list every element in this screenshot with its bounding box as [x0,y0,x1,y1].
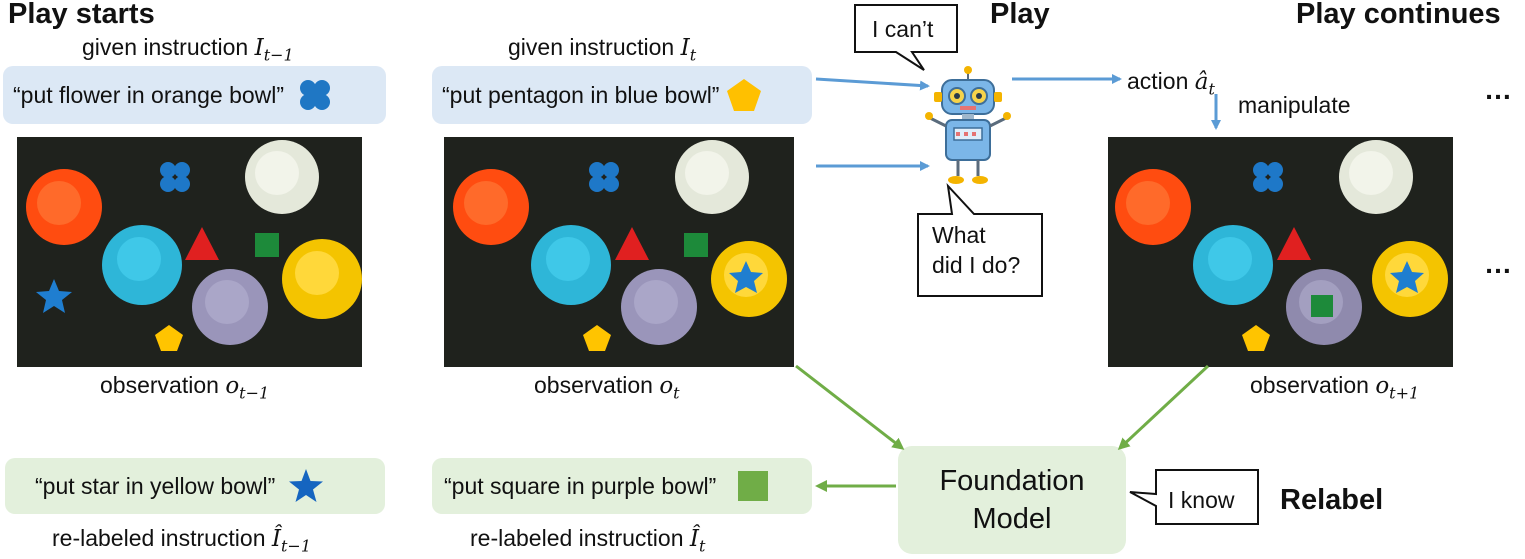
square-icon [738,471,769,501]
relabel-heading: Relabel [1280,484,1384,516]
relabel-instruction-cur-caption: re-labeled instruction Ît [470,525,706,556]
foundation-model-box: Foundation Model [898,446,1126,554]
play-heading: Play [990,0,1050,30]
speech-bubble-cant [854,4,958,71]
observation-cur-image [444,137,794,367]
pentagon-icon [727,79,762,111]
star-icon [289,469,324,502]
play-continues-heading: Play continues [1296,0,1501,30]
relabel-instruction-prev-text: “put star in yellow bowl” [35,472,276,499]
observation-prev-image [17,137,362,367]
speech-bubble-what [917,182,1043,297]
relabel-instruction-prev-caption: re-labeled instruction Ît−1 [52,525,312,556]
ellipsis-top: … [1484,74,1513,105]
observation-next-image [1108,137,1453,367]
relabel-instruction-cur-text: “put square in purple bowl” [444,472,717,499]
given-instruction-cur-box: “put pentagon in blue bowl” [432,66,812,124]
given-instruction-prev-text: “put flower in orange bowl” [13,81,285,108]
play-starts-heading: Play starts [8,0,155,30]
speech-bubble-what-text: What did I do? [932,222,1021,278]
ellipsis-middle: … [1484,248,1513,279]
robot-icon [925,66,1011,184]
given-instruction-prev-caption: given instruction It−1 [82,34,294,65]
observation-cur-caption: observation ot [534,372,680,403]
relabel-instruction-prev-box: “put star in yellow bowl” [5,458,385,514]
given-instruction-cur-text: “put pentagon in blue bowl” [442,81,720,108]
manipulate-caption: manipulate [1238,92,1351,118]
given-instruction-prev-box: “put flower in orange bowl” [3,66,386,124]
given-instruction-cur-caption: given instruction It [508,34,697,65]
flower-icon [300,80,331,110]
arrow-obs-cur-to-model [795,364,905,450]
speech-bubble-know [1129,469,1259,525]
relabel-instruction-cur-box: “put square in purple bowl” [432,458,812,514]
observation-prev-caption: observation ot−1 [100,372,270,403]
foundation-model-line1: Foundation [939,465,1085,497]
action-caption: action ât [1127,68,1215,99]
speech-bubble-cant-text: I can’t [872,16,934,42]
arrow-instruction-to-robot [815,77,930,91]
speech-bubble-know-text: I know [1168,487,1235,513]
arrow-obs-next-to-model [1117,364,1210,451]
foundation-model-line2: Model [972,503,1052,535]
observation-next-caption: observation ot+1 [1250,372,1420,403]
